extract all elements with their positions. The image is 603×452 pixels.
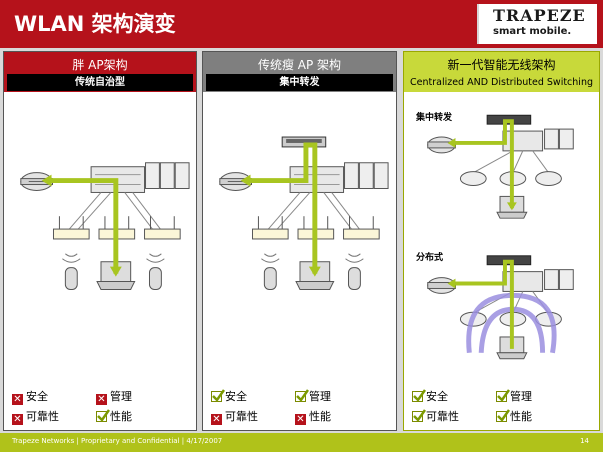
page-number: 14 [580, 437, 589, 445]
check-icon [412, 389, 426, 402]
feature-performance: 性能 [496, 408, 532, 424]
network-diagram [219, 136, 389, 290]
logo-tagline: smart mobile. [493, 26, 572, 37]
feature-label: 管理 [309, 390, 331, 403]
traffic-arrow [455, 119, 514, 209]
check-icon [295, 389, 309, 402]
feature-label: 性能 [110, 410, 132, 423]
panel-header: 胖 AP架构 传统自治型 [4, 52, 196, 92]
feature-label: 可靠性 [26, 410, 59, 423]
trapeze-logo: TRAPEZE smart mobile. [477, 4, 597, 44]
panel-subtitle: 传统自治型 [7, 74, 193, 91]
phone-icon [263, 267, 277, 290]
traffic-arrow [250, 142, 318, 274]
panel-fat-ap: 胖 AP架构 传统自治型 ✕安全 ✕管理 ✕可靠性 性能 [3, 51, 197, 431]
panel-title: 传统瘦 AP 架构 [257, 58, 342, 72]
panel-header: 新一代智能无线架构 Centralized AND Distributed Sw… [404, 52, 599, 92]
phone-icon [64, 267, 78, 290]
server-icon [544, 128, 574, 150]
feature-label: 可靠性 [426, 410, 459, 423]
footer-text: Trapeze Networks | Proprietary and Confi… [12, 437, 223, 445]
feature-label: 管理 [510, 390, 532, 403]
feature-label: 安全 [225, 390, 247, 403]
access-point-icon [251, 216, 289, 240]
panel-header: 传统瘦 AP 架构 集中转发 [203, 52, 396, 92]
logo-wordmark: TRAPEZE [493, 6, 586, 25]
feature-performance: ✕性能 [295, 408, 331, 425]
radio-wave-icon [261, 253, 364, 263]
feature-reliability: 可靠性 [412, 408, 459, 424]
network-diagram [20, 162, 190, 290]
cross-icon: ✕ [96, 394, 107, 405]
page-title: WLAN 架构演变 [14, 12, 176, 36]
check-icon [211, 389, 225, 402]
feature-label: 管理 [110, 390, 132, 403]
cross-icon: ✕ [211, 414, 222, 425]
distributed-label: 分布式 [416, 253, 444, 263]
feature-label: 可靠性 [225, 410, 258, 423]
panel-title: 胖 AP架构 [72, 58, 128, 72]
check-icon [496, 409, 510, 422]
feature-label: 性能 [510, 410, 532, 423]
panel-subtitle: Centralized AND Distributed Switching [410, 77, 593, 88]
check-icon [496, 389, 510, 402]
feature-label: 安全 [26, 390, 48, 403]
panel-smart-wireless: 新一代智能无线架构 Centralized AND Distributed Sw… [403, 51, 600, 431]
cross-icon: ✕ [12, 394, 23, 405]
laptop-icon [496, 195, 528, 219]
switch-icon [502, 130, 544, 152]
panel-thin-ap: 传统瘦 AP 架构 集中转发 安全 管理 ✕可靠性 ✕性能 [202, 51, 397, 431]
cross-icon: ✕ [12, 414, 23, 425]
check-icon [96, 409, 110, 422]
footer-bar: Trapeze Networks | Proprietary and Confi… [0, 433, 603, 452]
feature-management: 管理 [496, 388, 532, 404]
check-icon [412, 409, 426, 422]
server-icon [344, 162, 389, 189]
centralized-label: 集中转发 [416, 113, 453, 123]
phone-icon [347, 267, 361, 290]
feature-management: ✕管理 [96, 388, 132, 405]
feature-management: 管理 [295, 388, 331, 404]
access-point-icon [144, 216, 181, 240]
network-diagram [427, 114, 574, 360]
feature-label: 安全 [426, 390, 448, 403]
server-icon [145, 162, 190, 189]
feature-reliability: ✕可靠性 [12, 408, 59, 425]
feature-performance: 性能 [96, 408, 132, 424]
feature-security: 安全 [412, 388, 448, 404]
switch-icon [502, 271, 544, 292]
server-icon [544, 269, 574, 290]
traffic-arrow [455, 259, 514, 349]
access-point-icon [343, 216, 380, 240]
traffic-arrow [51, 178, 119, 274]
title-bar: WLAN 架构演变 TRAPEZE smart mobile. [0, 0, 603, 48]
cross-icon: ✕ [295, 414, 306, 425]
feature-reliability: ✕可靠性 [211, 408, 258, 425]
phone-icon [148, 267, 162, 290]
feature-security: ✕安全 [12, 388, 48, 405]
feature-security: 安全 [211, 388, 247, 404]
radio-wave-icon [62, 253, 165, 263]
access-point-icon [52, 216, 90, 240]
feature-label: 性能 [309, 410, 331, 423]
panel-title: 新一代智能无线架构 [447, 58, 556, 72]
panel-subtitle: 集中转发 [206, 74, 393, 91]
